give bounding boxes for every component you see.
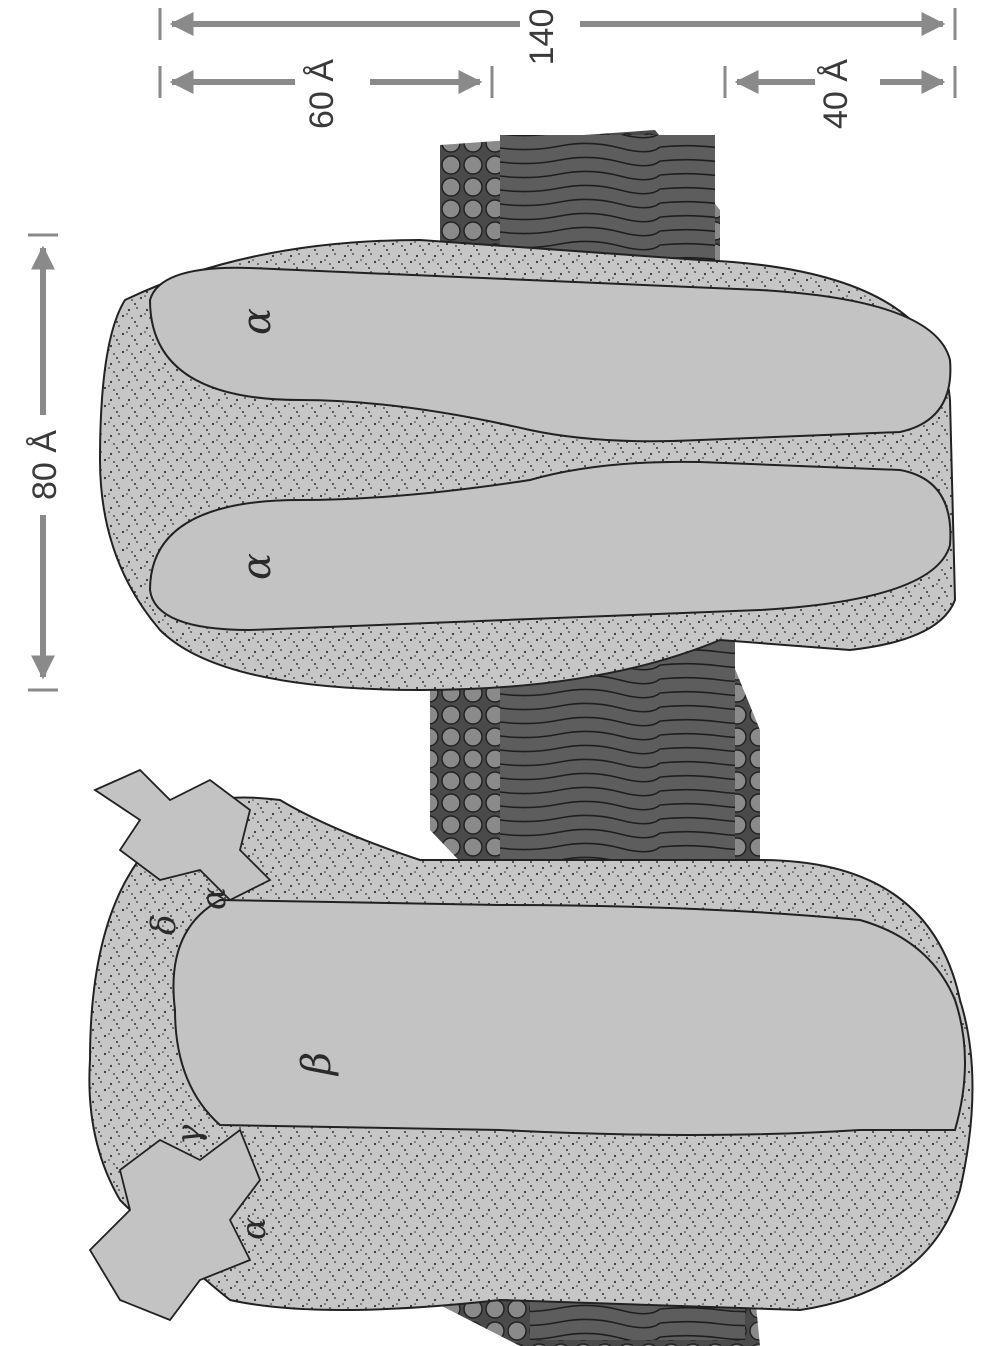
beta-subunit	[173, 900, 965, 1135]
delta-label: δ	[144, 915, 184, 935]
alpha-label-upper: α	[194, 887, 234, 910]
beta-label: β	[294, 1052, 340, 1077]
dimension-80: 80 Å	[26, 235, 64, 690]
receptor-top: α α	[100, 240, 955, 690]
dimension-60: 60 Å	[160, 59, 492, 129]
alpha-label-bottom: α	[234, 553, 280, 580]
label-40: 40 Å	[817, 59, 855, 129]
gamma-label: γ	[169, 1124, 209, 1145]
dimension-140: 140	[160, 8, 955, 65]
alpha-label-top: α	[234, 308, 280, 335]
label-140: 140	[523, 9, 561, 66]
label-60: 60 Å	[303, 59, 341, 129]
alpha-label-left: α	[234, 1217, 274, 1240]
label-80: 80 Å	[26, 430, 64, 500]
dimension-40: 40 Å	[725, 59, 955, 129]
